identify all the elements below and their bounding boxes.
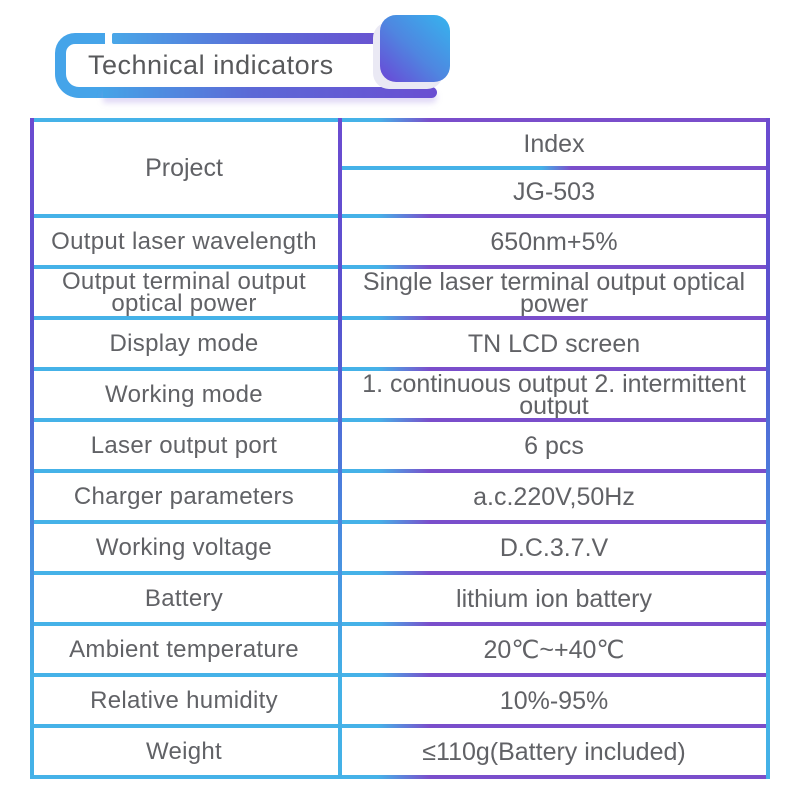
table-row: Laser output port 6 pcs	[30, 422, 770, 469]
row-value-cell: 650nm+5%	[490, 227, 618, 256]
header-label-cell: Project	[145, 154, 223, 182]
row-divider	[30, 520, 770, 524]
row-label-cell: Laser output port	[90, 431, 278, 459]
title-topbar-decoration	[112, 33, 437, 44]
row-label-cell: Working voltage	[95, 533, 273, 561]
table-row: Working voltage D.C.3.7.V	[30, 524, 770, 571]
row-value-cell: 20℃~+40℃	[483, 635, 625, 664]
row-divider	[30, 316, 770, 320]
row-label-cell: Output terminal output optical power	[61, 268, 307, 317]
row-value-cell: a.c.220V,50Hz	[473, 482, 635, 511]
header-model-cell: JG-503	[513, 178, 595, 206]
table-row: Ambient temperature 20℃~+40℃	[30, 626, 770, 673]
row-label-cell: Display mode	[109, 329, 259, 357]
table-row: Battery lithium ion battery	[30, 575, 770, 622]
row-label-cell: Working mode	[105, 380, 263, 408]
table-header-row: Project Index JG-503	[30, 122, 770, 214]
table-row: Display mode TN LCD screen	[30, 320, 770, 367]
page-title: Technical indicators	[88, 50, 334, 80]
row-value-cell: ≤110g(Battery included)	[422, 737, 686, 766]
row-divider	[30, 265, 770, 269]
row-divider	[30, 673, 770, 677]
row-value-cell: lithium ion battery	[456, 584, 652, 613]
table-border-top	[30, 118, 770, 122]
header-index-cell: Index	[523, 130, 585, 158]
table-row: Charger parameters a.c.220V,50Hz	[30, 473, 770, 520]
header-value-column: Index JG-503	[338, 122, 770, 214]
row-divider	[30, 214, 770, 218]
spec-table: Project Index JG-503 Output laser wavele…	[30, 118, 770, 779]
table-border-right	[766, 118, 770, 779]
row-value-cell: 10%-95%	[499, 686, 609, 715]
table-row: Working mode 1. continuous output 2. int…	[30, 371, 770, 418]
row-label-cell: Ambient temperature	[69, 635, 299, 663]
section-header: Technical indicators	[0, 0, 800, 116]
row-value-cell: D.C.3.7.V	[499, 533, 609, 562]
table-row: Relative humidity 10%-95%	[30, 677, 770, 724]
title-bottombar-decoration	[103, 87, 437, 98]
row-divider	[30, 367, 770, 371]
row-value-cell: Single laser terminal output optical pow…	[362, 267, 746, 318]
row-value-cell: 1. continuous output 2. intermittent out…	[362, 369, 746, 420]
row-value-cell: 6 pcs	[524, 431, 584, 460]
gradient-square-icon	[380, 15, 450, 82]
table-border-left	[30, 118, 34, 779]
row-label-cell: Output laser wavelength	[51, 227, 317, 255]
table-row: Output terminal output optical power Sin…	[30, 269, 770, 316]
row-divider	[30, 724, 770, 728]
header-sub-divider	[338, 166, 770, 170]
row-divider	[30, 469, 770, 473]
row-divider	[30, 418, 770, 422]
table-column-divider	[338, 118, 342, 779]
row-value-cell: TN LCD screen	[467, 329, 641, 358]
title-bracket-decoration	[55, 33, 105, 98]
row-divider	[30, 622, 770, 626]
row-divider	[30, 571, 770, 575]
row-label-cell: Charger parameters	[73, 482, 295, 510]
table-border-bottom	[30, 775, 770, 779]
row-label-cell: Relative humidity	[90, 686, 278, 714]
table-row: Output laser wavelength 650nm+5%	[30, 218, 770, 265]
row-label-cell: Battery	[144, 584, 224, 612]
table-row: Weight ≤110g(Battery included)	[30, 728, 770, 775]
row-label-cell: Weight	[145, 737, 223, 765]
